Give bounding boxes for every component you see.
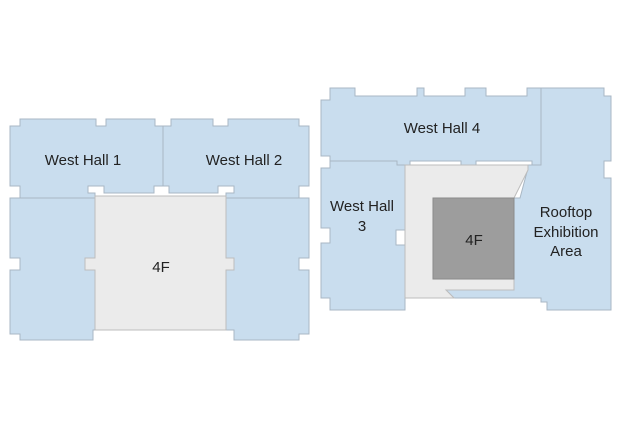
rooftop-label-line3: Area <box>550 243 582 260</box>
rooftop-label-line2: Exhibition <box>533 224 598 241</box>
left-building: West Hall 1 West Hall 2 4F <box>9 118 310 341</box>
right-building: West Hall 4 West Hall 3 Rooftop Exhibiti… <box>320 87 612 311</box>
left-core-4f <box>84 195 235 331</box>
left-floor-label: 4F <box>152 259 170 276</box>
west-hall-3-label-line1: West Hall <box>330 198 394 215</box>
right-floor-label: 4F <box>465 232 483 249</box>
right-core-4f <box>432 197 515 280</box>
west-hall-3-label-line2: 3 <box>358 218 366 235</box>
west-hall-2-label: West Hall 2 <box>206 152 282 169</box>
west-hall-4-label: West Hall 4 <box>404 120 480 137</box>
west-hall-3-area[interactable] <box>320 160 406 311</box>
west-hall-2-area[interactable] <box>162 118 310 341</box>
west-hall-1-label: West Hall 1 <box>45 152 121 169</box>
rooftop-exhibition-area[interactable] <box>444 87 612 311</box>
rooftop-label-line1: Rooftop <box>540 204 593 221</box>
